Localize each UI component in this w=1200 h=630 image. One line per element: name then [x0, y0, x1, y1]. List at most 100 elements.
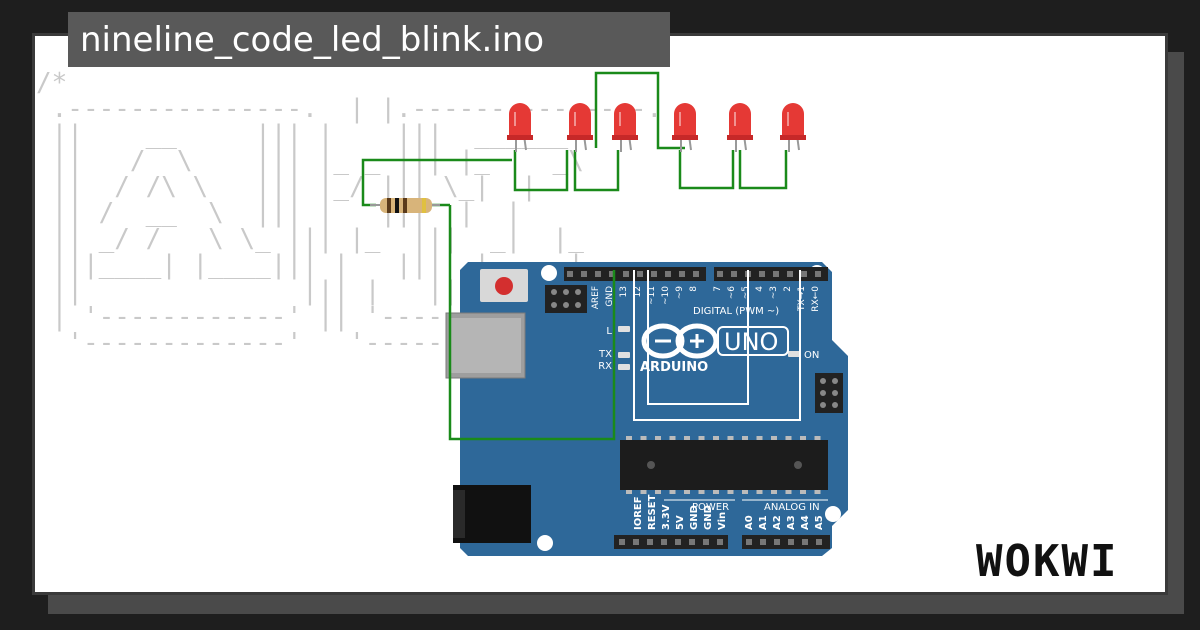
header-pin — [759, 271, 765, 277]
digital-pin-label: 8 — [689, 286, 699, 292]
digital-pin-label: AREF — [591, 286, 601, 309]
icsp-header-right — [815, 373, 843, 413]
power-on-label: ON — [804, 350, 819, 361]
power-pin-label: GND — [703, 505, 714, 530]
digital-pin-label: ~9 — [675, 286, 685, 300]
wire-led-5-6[interactable] — [738, 150, 788, 190]
led-4[interactable] — [672, 103, 698, 152]
header-pin — [679, 271, 685, 277]
led-6[interactable] — [780, 103, 806, 152]
header-pin — [717, 271, 723, 277]
power-pin-label: RESET — [647, 494, 658, 530]
chip-pin — [655, 490, 661, 494]
chip-pin — [742, 436, 748, 440]
board-led-label: TX — [598, 349, 612, 360]
analog-pin-label: A4 — [800, 515, 811, 530]
header-pin — [760, 539, 766, 545]
power-pin-label: 3.3V — [661, 504, 672, 530]
power-section-label: POWER — [692, 502, 729, 513]
chip-notch — [647, 461, 655, 469]
digital-pin-label: ~5 — [741, 286, 751, 299]
header-pin — [774, 539, 780, 545]
header-pin — [567, 271, 573, 277]
resistor[interactable] — [370, 198, 440, 213]
mounting-hole — [825, 506, 841, 522]
chip-pin — [698, 436, 705, 440]
wire-resistor-to-pin[interactable] — [448, 205, 616, 441]
header-pin — [787, 271, 793, 277]
chip-pin — [785, 490, 792, 494]
project-title: nineline_code_led_blink.ino — [68, 12, 670, 67]
header-pin — [802, 539, 808, 545]
board-trace — [633, 270, 801, 421]
chip-pin — [814, 490, 821, 494]
header-pin — [647, 539, 653, 545]
wire-led-3-4[interactable] — [594, 71, 685, 150]
chip-pin — [640, 436, 647, 440]
wires[interactable] — [361, 71, 788, 441]
wokwi-logo-text: WOKWI — [976, 536, 1118, 587]
chip-pin — [684, 490, 690, 494]
power-pin-label: IOREF — [633, 496, 644, 530]
header-pin — [661, 539, 667, 545]
digital-pin-label: TX→1 — [797, 286, 807, 312]
header-pin — [665, 271, 671, 277]
digital-pin-label: ~11 — [647, 286, 657, 305]
chip-pin — [771, 436, 777, 440]
analog-pin-label: A3 — [786, 515, 797, 530]
digital-pin-label: ~10 — [661, 286, 671, 305]
header-pin — [637, 271, 643, 277]
header-pin — [788, 539, 794, 545]
chip-pin — [713, 490, 719, 494]
chip-pin — [800, 490, 806, 494]
chip-pin — [785, 436, 792, 440]
mounting-hole — [541, 265, 557, 281]
power-jack-edge — [453, 490, 465, 538]
wire-led-2-3[interactable] — [573, 150, 620, 192]
header-pin — [675, 539, 681, 545]
header-pin — [693, 271, 699, 277]
board-trace — [647, 270, 749, 405]
chip-pin — [655, 436, 661, 440]
wire-led-4-5[interactable] — [678, 150, 735, 190]
led-2[interactable] — [567, 103, 593, 152]
led-1[interactable] — [507, 103, 533, 152]
chip-pin — [800, 436, 806, 440]
uno-model-text: UNO — [724, 328, 778, 356]
chip-pin — [713, 436, 719, 440]
chip-pin — [669, 436, 676, 440]
digital-pin-label: 13 — [619, 286, 629, 297]
header-pin — [703, 539, 709, 545]
power-pin-label: GND — [689, 505, 700, 530]
chip-pin — [771, 490, 777, 494]
power-pin-label: Vin — [717, 512, 728, 530]
header-pin — [623, 271, 629, 277]
board-led-label: L — [606, 326, 612, 337]
uno-model-box — [717, 326, 789, 356]
header-pin — [717, 539, 723, 545]
header-pin — [689, 539, 695, 545]
header-pin — [619, 539, 625, 545]
header-pin — [731, 271, 737, 277]
wire-led-1-2[interactable] — [513, 150, 569, 192]
led-tx-indicator — [618, 352, 630, 358]
chip-dot — [794, 461, 802, 469]
chip-pin — [669, 490, 676, 494]
chip-pin — [742, 490, 748, 494]
header-pin — [581, 271, 587, 277]
led-array[interactable] — [507, 103, 806, 152]
header-pin — [595, 271, 601, 277]
led-3[interactable] — [612, 103, 638, 152]
reset-button[interactable] — [495, 277, 513, 295]
led-rx-indicator — [618, 364, 630, 370]
chip-pin — [698, 490, 705, 494]
digital-pin-label: 2 — [783, 286, 793, 292]
digital-pin-label: 7 — [713, 286, 723, 292]
wire-resistor-to-leds[interactable] — [361, 158, 512, 207]
analog-pin-label: A1 — [758, 515, 769, 530]
mounting-hole — [537, 535, 553, 551]
digital-pin-label: RX←0 — [811, 286, 821, 312]
led-5[interactable] — [727, 103, 753, 152]
